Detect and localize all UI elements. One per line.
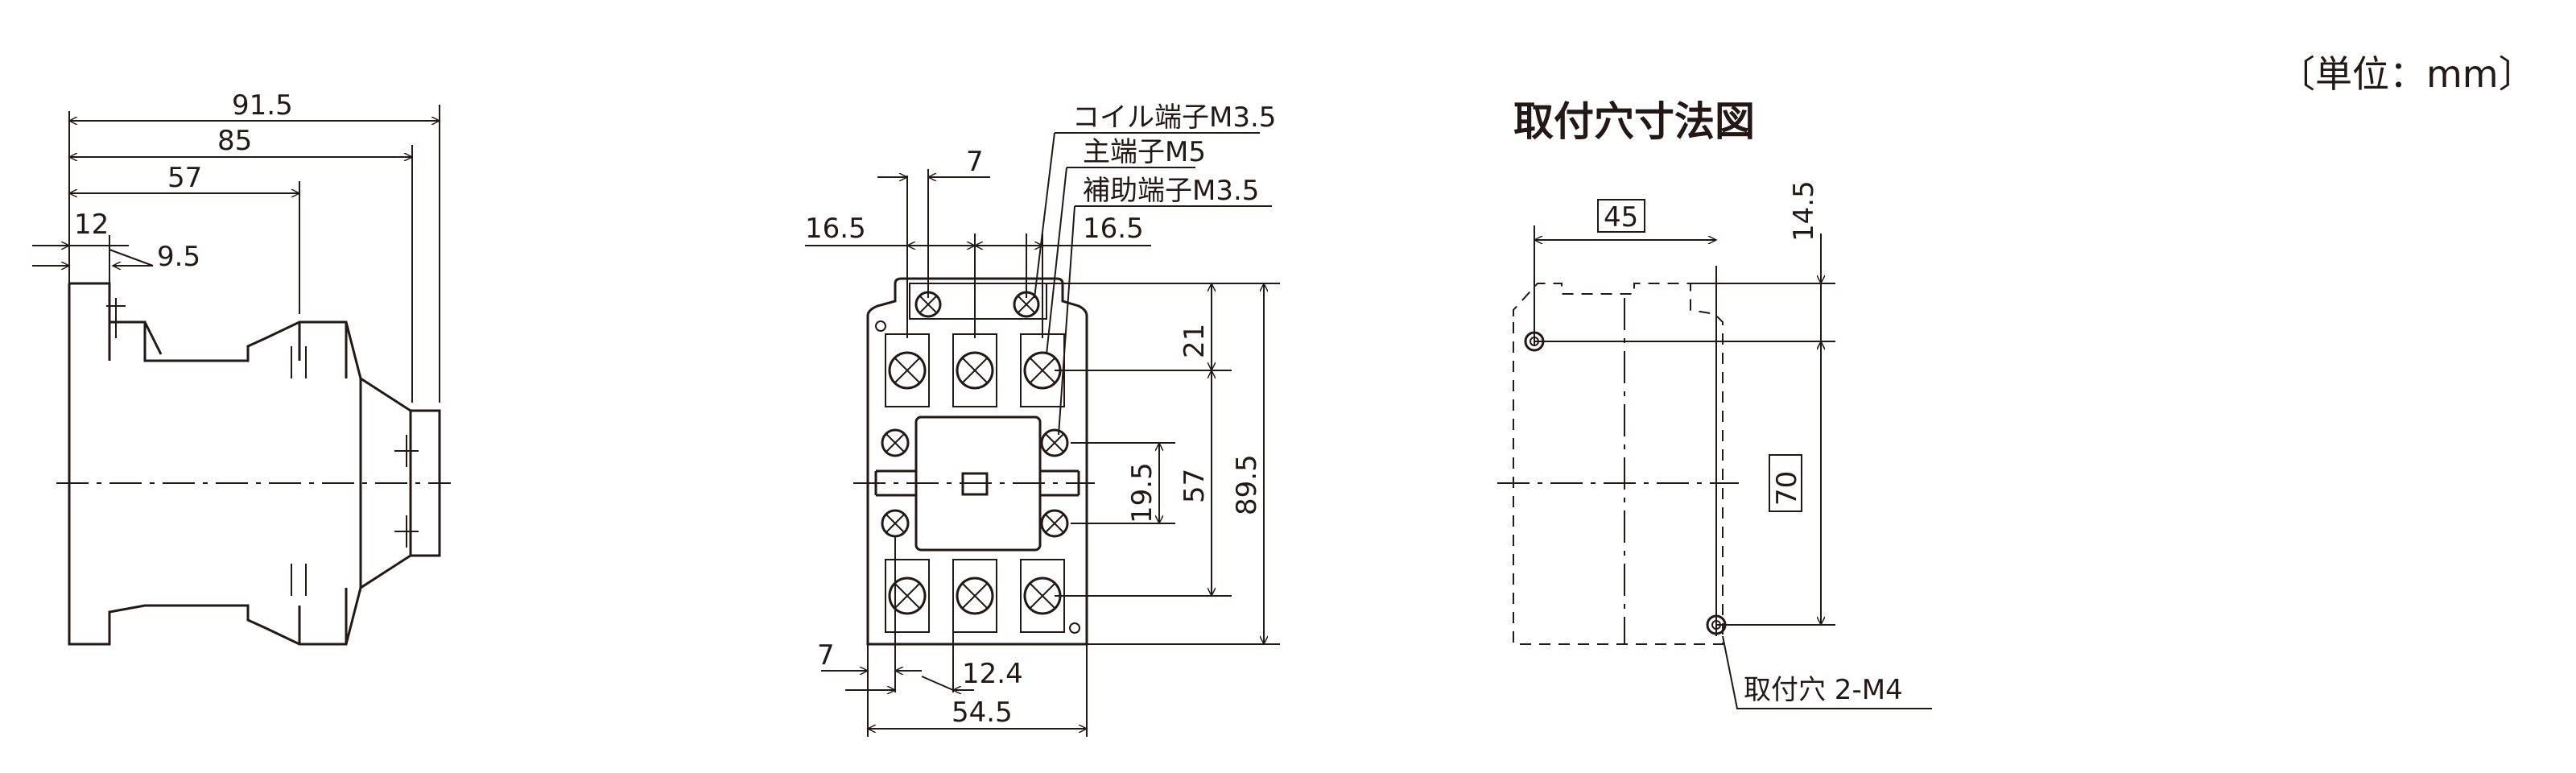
mounting-drawing: 取付穴寸法図 45 14.5 70 取付穴 2-M4	[1497, 98, 1932, 709]
dim-top-7: 7	[966, 146, 984, 178]
dim-91-5: 91.5	[232, 89, 293, 122]
side-view: 91.5 85 57 12 9.5	[32, 89, 451, 646]
mounting-hole-pitch: 70	[1771, 471, 1803, 506]
main-terminal-label: 主端子M5	[1083, 136, 1206, 168]
dim-57: 57	[167, 162, 202, 194]
mounting-top-offset: 14.5	[1788, 180, 1820, 242]
aux-terminal-label: 補助端子M3.5	[1083, 175, 1259, 207]
mounting-hole-label: 取付穴 2-M4	[1744, 674, 1903, 706]
dim-right-16-5: 16.5	[1083, 213, 1144, 245]
mounting-width: 45	[1604, 201, 1638, 234]
main-terminals-bottom	[885, 559, 1065, 633]
front-view: 7 16.5 16.5 コイル端子M3.5 主端子M5 補助端子M3.5 21 …	[805, 101, 1280, 737]
dim-12-4: 12.4	[962, 658, 1023, 690]
dim-9-5: 9.5	[157, 241, 200, 273]
dim-54-5: 54.5	[952, 697, 1013, 729]
mounting-title: 取付穴寸法図	[1513, 98, 1755, 145]
dim-19-5: 19.5	[1126, 462, 1158, 523]
dim-57-front: 57	[1179, 469, 1211, 503]
dim-21: 21	[1179, 324, 1211, 358]
dim-left-16-5: 16.5	[805, 213, 866, 245]
main-terminals-top	[885, 333, 1065, 407]
dim-85: 85	[217, 125, 252, 157]
dim-89-5: 89.5	[1231, 454, 1263, 515]
dim-bottom-7: 7	[817, 639, 835, 672]
dim-12: 12	[74, 209, 109, 241]
unit-label: 〔単位：mm〕	[2278, 52, 2536, 96]
coil-terminal-label: コイル端子M3.5	[1072, 101, 1276, 134]
